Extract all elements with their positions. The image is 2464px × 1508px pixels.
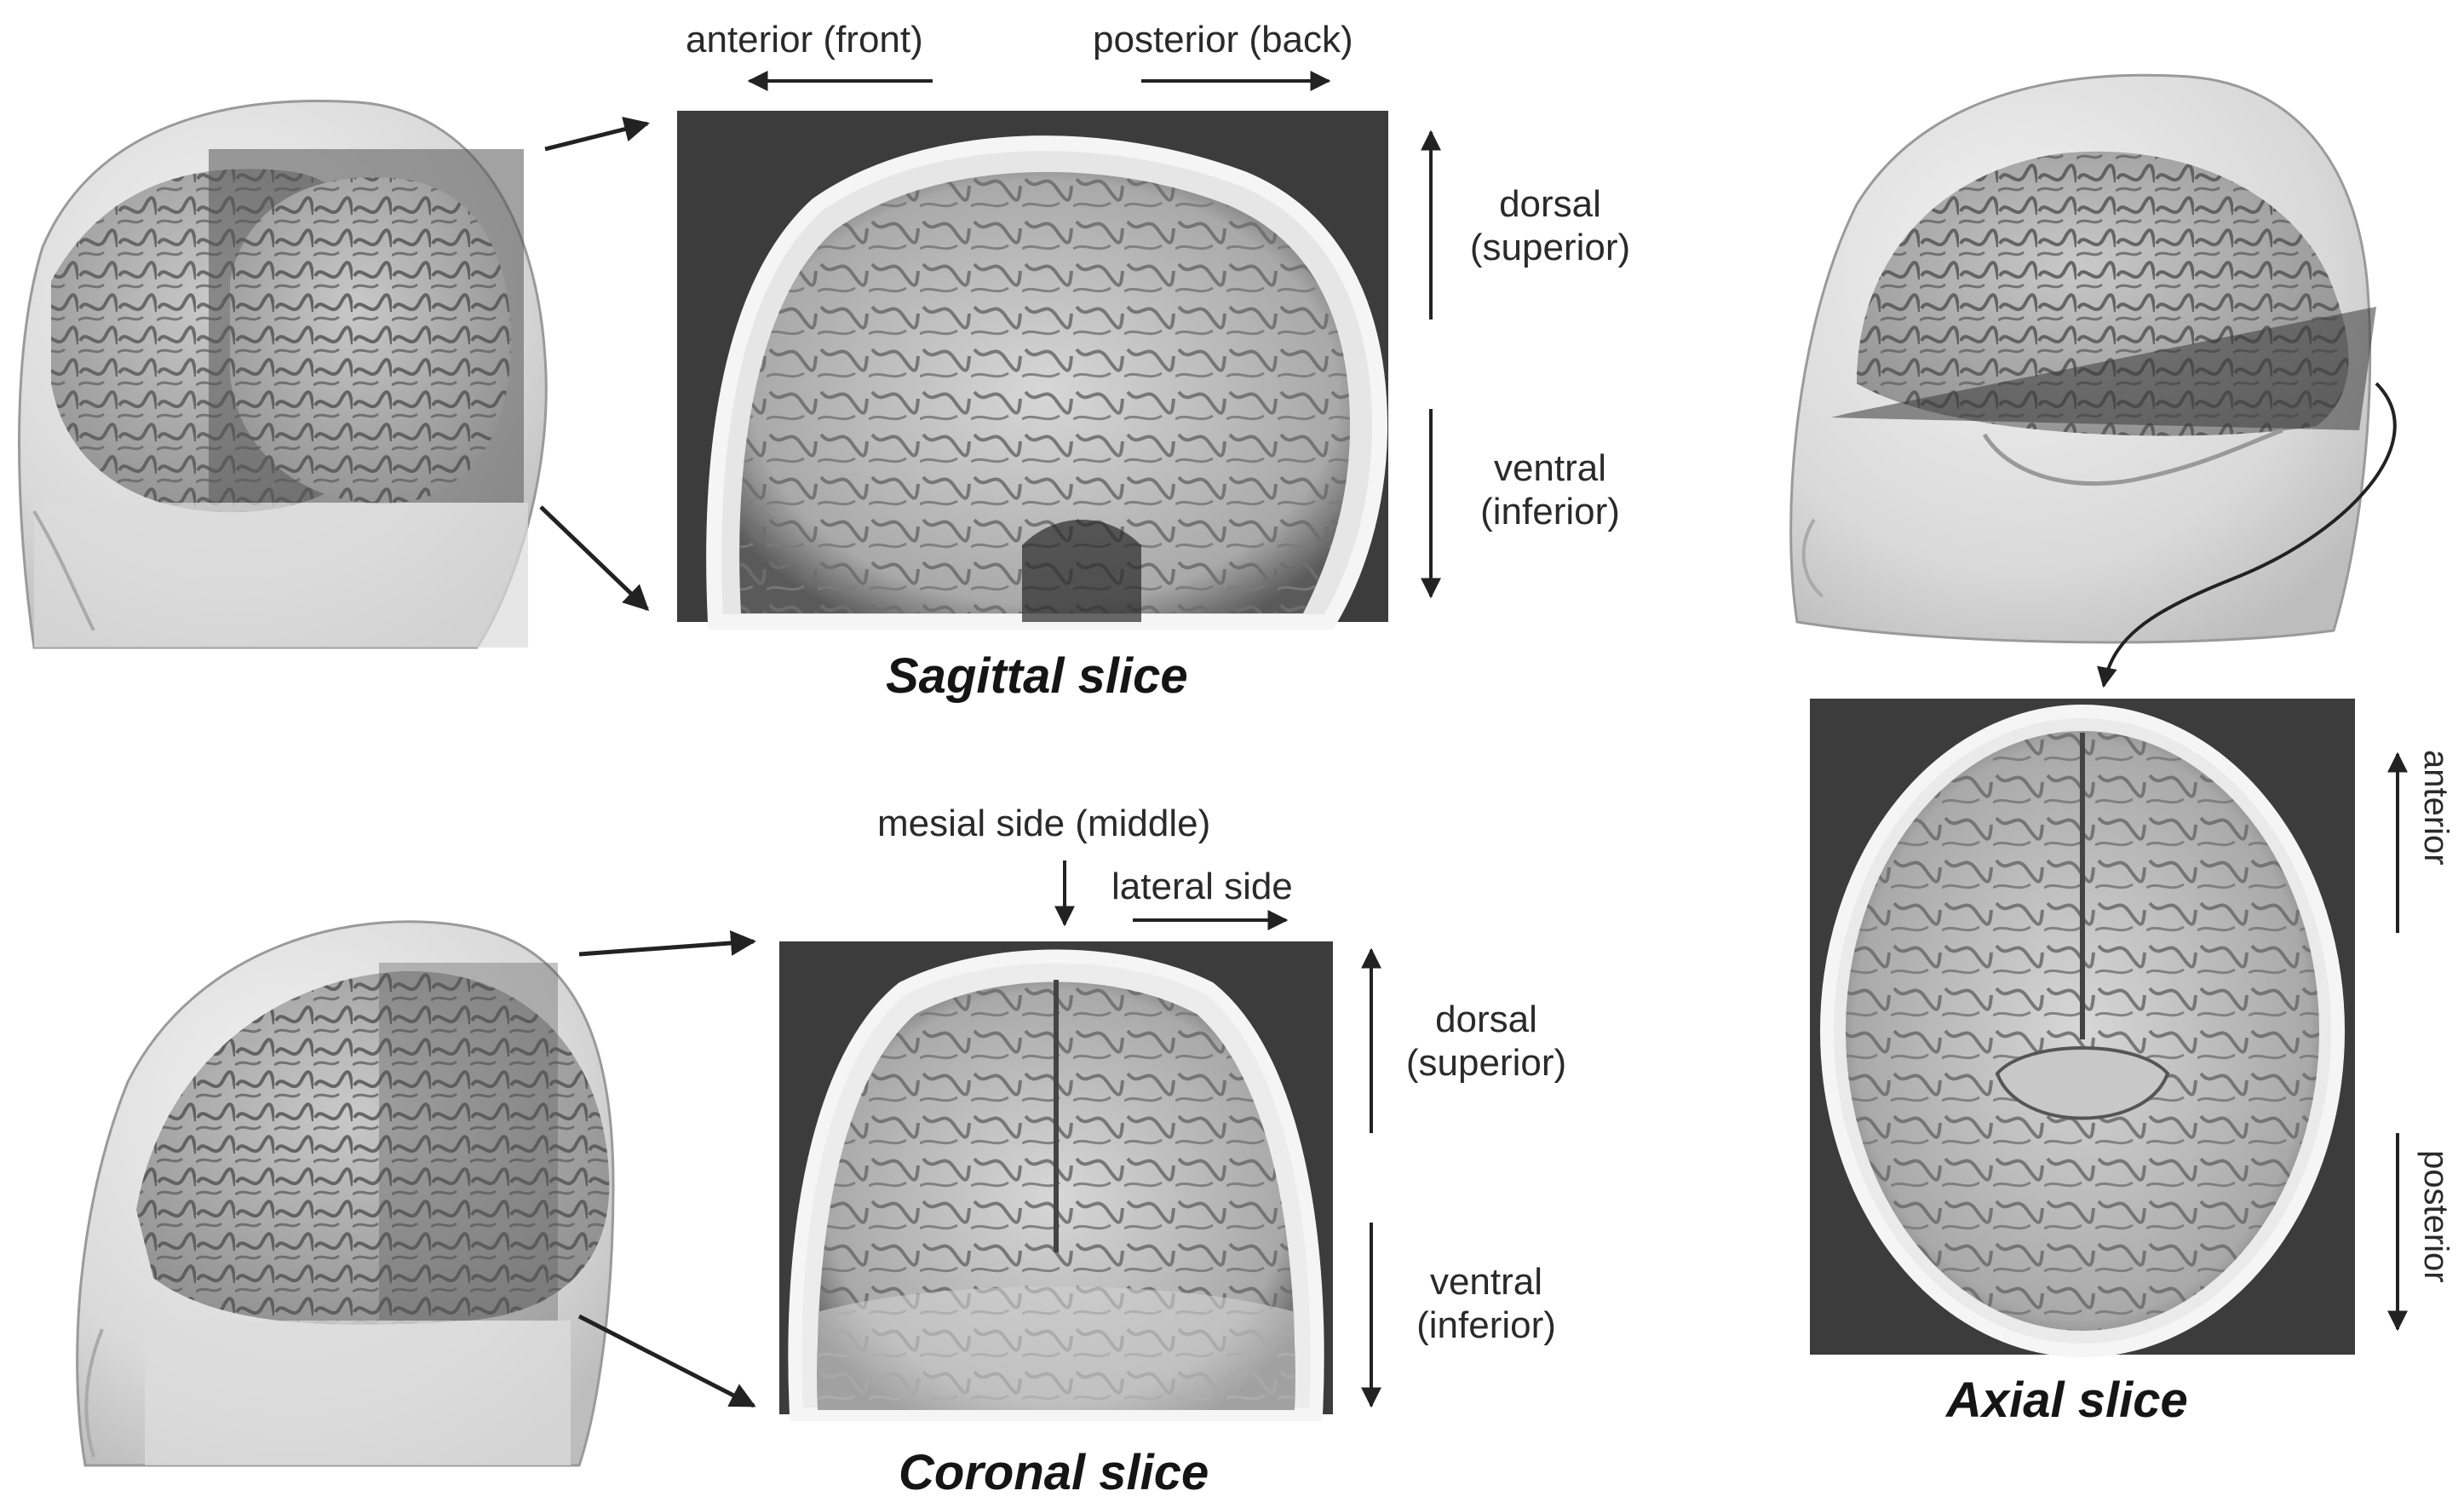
coronal-dorsal-label: dorsal (superior): [1393, 999, 1580, 1085]
axial-posterior-label: posterior: [2416, 1150, 2455, 1283]
coronal-ventral-label: ventral (inferior): [1393, 1261, 1580, 1347]
sagittal-dorsal-line1: dorsal: [1456, 183, 1644, 227]
coronal-dorsal-line2: (superior): [1393, 1042, 1580, 1085]
sagittal-connector-arrow-bottom: [541, 507, 647, 609]
coronal-head-model: [78, 922, 613, 1465]
coronal-lateral-label: lateral side: [1111, 866, 1293, 909]
sagittal-ventral-line2: (inferior): [1456, 491, 1644, 534]
coronal-mri-image: [779, 941, 1333, 1414]
sagittal-ventral-line1: ventral: [1456, 447, 1644, 491]
sagittal-mri-image: [677, 111, 1388, 622]
coronal-dorsal-line1: dorsal: [1393, 999, 1580, 1042]
axial-mri-image: [1810, 699, 2355, 1355]
coronal-ventral-line2: (inferior): [1393, 1304, 1580, 1348]
sagittal-head-model: [20, 101, 547, 648]
axial-caption: Axial slice: [1946, 1372, 2188, 1429]
sagittal-ventral-label: ventral (inferior): [1456, 447, 1644, 533]
coronal-ventral-line1: ventral: [1393, 1261, 1580, 1304]
sagittal-caption: Sagittal slice: [886, 648, 1188, 705]
sagittal-connector-arrow-top: [545, 124, 647, 149]
coronal-caption: Coronal slice: [899, 1444, 1209, 1501]
axial-anterior-label: anterior: [2416, 750, 2455, 866]
sagittal-anterior-label: anterior (front): [686, 19, 923, 62]
coronal-connector-arrow-top: [579, 941, 754, 954]
sagittal-dorsal-line2: (superior): [1456, 227, 1644, 270]
coronal-connector-arrow-bottom: [579, 1316, 754, 1406]
sagittal-dorsal-label: dorsal (superior): [1456, 183, 1644, 269]
coronal-mesial-label: mesial side (middle): [877, 803, 1210, 846]
sagittal-posterior-label: posterior (back): [1093, 19, 1353, 62]
axial-head-model: [1791, 75, 2376, 642]
